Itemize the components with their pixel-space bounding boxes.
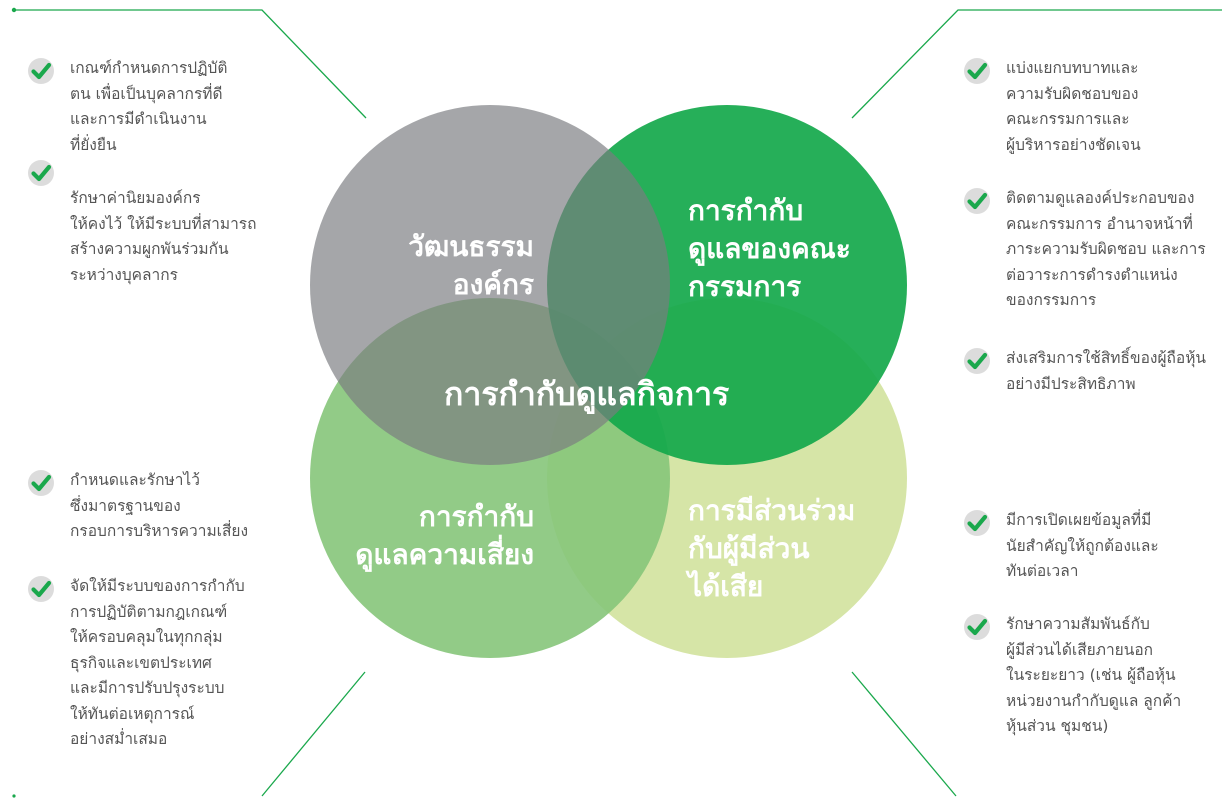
list-item-text: รักษาความสัมพันธ์กับ ผู้มีส่วนได้เสียภาย…: [1006, 615, 1182, 735]
list-item-text: ส่งเสริมการใช้สิทธิ์ของผู้ถือหุ้น อย่างม…: [1006, 349, 1207, 393]
check-circle-icon: [964, 58, 990, 84]
list-item: แบ่งแยกบทบาทและ ความรับผิดชอบของ คณะกรรม…: [962, 56, 1141, 158]
list-item-text: รักษาค่านิยมองค์กร ให้คงไว้ ให้มีระบบที่…: [70, 189, 257, 284]
connector-bottom-right: [851, 671, 957, 797]
list-item: ส่งเสริมการใช้สิทธิ์ของผู้ถือหุ้น อย่างม…: [962, 346, 1206, 397]
check-circle-icon: [28, 58, 54, 84]
list-item: รักษาค่านิยมองค์กร ให้คงไว้ ให้มีระบบที่…: [26, 158, 257, 288]
check-circle-icon: [964, 614, 990, 640]
list-item: จัดให้มีระบบของการกำกับ การปฏิบัติตามกฎเ…: [26, 574, 245, 753]
list-item: เกณฑ์กำหนดการปฏิบัติ ตน เพื่อเป็นบุคลากร…: [26, 56, 227, 158]
circle-culture[interactable]: [310, 105, 670, 465]
connector-top-right: [851, 9, 1222, 119]
circle-label-stakeholders: การมีส่วนร่วม กับผู้มีส่วน ได้เสีย: [688, 494, 856, 603]
connector-bottom-left-dot: [12, 794, 16, 798]
circle-label-board: การกำกับ ดูแลของคณะ กรรมการ: [688, 194, 851, 303]
check-circle-icon: [964, 348, 990, 374]
circle-label-culture: วัฒนธรรม องค์กร: [408, 230, 534, 301]
list-item-text: ติดตามดูแลองค์ประกอบของ คณะกรรมการ อำนาจ…: [1006, 189, 1206, 309]
connector-top-left: [14, 9, 367, 119]
check-circle-icon: [964, 510, 990, 536]
list-item: มีการเปิดเผยข้อมูลที่มี นัยสำคัญให้ถูกต้…: [962, 508, 1159, 585]
check-circle-icon: [28, 470, 54, 496]
check-circle-icon: [28, 160, 54, 186]
connector-top-left-dot: [11, 7, 17, 13]
list-item: ติดตามดูแลองค์ประกอบของ คณะกรรมการ อำนาจ…: [962, 186, 1206, 314]
list-item-text: เกณฑ์กำหนดการปฏิบัติ ตน เพื่อเป็นบุคลากร…: [70, 59, 228, 154]
list-item-text: จัดให้มีระบบของการกำกับ การปฏิบัติตามกฎเ…: [70, 577, 245, 748]
center-label: การกำกับดูแลกิจการ: [444, 375, 730, 413]
connector-bottom-left: [261, 671, 366, 797]
list-item: รักษาความสัมพันธ์กับ ผู้มีส่วนได้เสียภาย…: [962, 612, 1181, 740]
list-item-text: กำหนดและรักษาไว้ ซึ่งมาตรฐานของ กรอบการบ…: [70, 471, 249, 540]
circle-label-risk: การกำกับ ดูแลความเสี่ยง: [355, 500, 534, 571]
list-item: กำหนดและรักษาไว้ ซึ่งมาตรฐานของ กรอบการบ…: [26, 468, 248, 545]
list-item-text: แบ่งแยกบทบาทและ ความรับผิดชอบของ คณะกรรม…: [1006, 59, 1141, 154]
list-item-text: มีการเปิดเผยข้อมูลที่มี นัยสำคัญให้ถูกต้…: [1006, 511, 1159, 580]
check-circle-icon: [28, 576, 54, 602]
check-circle-icon: [964, 188, 990, 214]
